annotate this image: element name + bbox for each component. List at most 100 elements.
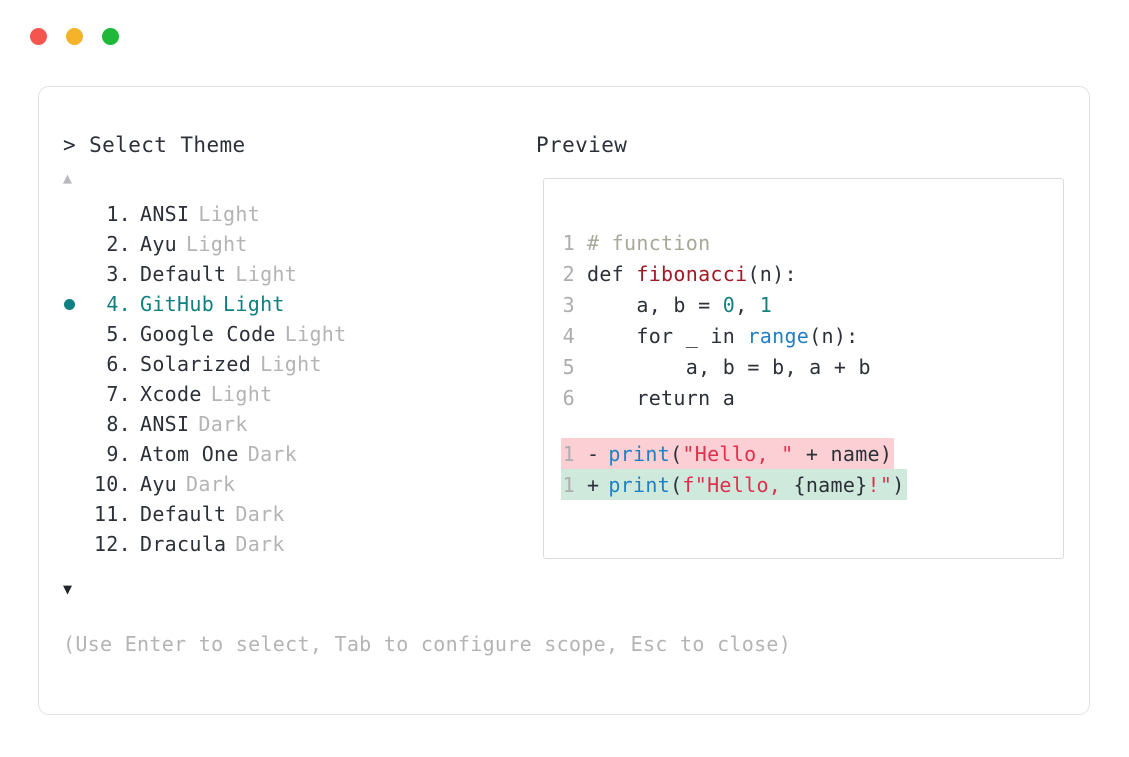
selection-bullet-cell bbox=[63, 298, 91, 310]
theme-list-item[interactable]: 7. Xcode Light bbox=[63, 379, 493, 409]
code-token: "Hello, " bbox=[682, 441, 794, 466]
code-token: f"Hello, bbox=[682, 472, 794, 497]
code-token: a, b = bbox=[587, 292, 723, 317]
code-token: return a bbox=[587, 385, 736, 410]
theme-variant: Light bbox=[198, 202, 261, 226]
window-titlebar bbox=[30, 28, 119, 45]
code-text: return a bbox=[587, 386, 735, 410]
theme-name: Xcode bbox=[140, 382, 202, 406]
code-token: 0 bbox=[722, 292, 736, 317]
theme-index: 7. bbox=[106, 382, 131, 406]
theme-variant: Light bbox=[260, 352, 322, 376]
diff-preview: 1-print("Hello, " + name)1+print(f"Hello… bbox=[561, 438, 1053, 500]
theme-index: 4. bbox=[106, 292, 131, 316]
theme-index: 5. bbox=[106, 322, 131, 346]
code-text: # function bbox=[587, 231, 710, 255]
theme-variant: Dark bbox=[235, 502, 285, 526]
code-token: print bbox=[608, 441, 671, 466]
theme-variant: Dark bbox=[198, 412, 248, 436]
diff-highlight: 1-print("Hello, " + name) bbox=[561, 438, 895, 469]
theme-name: Ayu bbox=[140, 472, 178, 496]
code-token: fibonacci bbox=[636, 261, 748, 286]
theme-variant: Dark bbox=[235, 532, 285, 556]
code-line: 6 return a bbox=[561, 382, 1053, 413]
diff-sign: - bbox=[587, 441, 600, 466]
theme-index: 1. bbox=[106, 202, 131, 226]
line-number: 1 bbox=[562, 441, 575, 466]
theme-name: ANSI bbox=[140, 412, 190, 436]
maximize-button[interactable] bbox=[102, 28, 119, 45]
theme-list-item[interactable]: 6. Solarized Light bbox=[63, 349, 493, 379]
code-token: ( bbox=[670, 441, 683, 466]
keyboard-hint: (Use Enter to select, Tab to configure s… bbox=[63, 632, 792, 656]
code-text: print(f"Hello, {name}!") bbox=[608, 473, 904, 497]
scroll-down-arrow-icon[interactable]: ▼ bbox=[63, 580, 73, 598]
code-token: for _ in bbox=[587, 323, 748, 348]
theme-index: 11. bbox=[93, 502, 131, 526]
theme-index: 8. bbox=[106, 412, 131, 436]
theme-list-item[interactable]: 9. Atom One Dark bbox=[63, 439, 493, 469]
theme-name: ANSI bbox=[140, 202, 190, 226]
theme-name: Solarized bbox=[140, 352, 252, 376]
theme-variant: Dark bbox=[247, 442, 298, 466]
theme-variant: Dark bbox=[186, 472, 236, 496]
code-line: 3 a, b = 0, 1 bbox=[561, 289, 1053, 320]
theme-index: 10. bbox=[93, 472, 131, 496]
code-line: 1 # function bbox=[561, 227, 1053, 258]
theme-name: Dracula bbox=[140, 532, 227, 556]
diff-line-removed: 1-print("Hello, " + name) bbox=[561, 438, 1053, 469]
scroll-up-arrow-icon[interactable]: ▲ bbox=[63, 169, 73, 187]
line-number: 4 bbox=[562, 323, 575, 348]
theme-variant: Light bbox=[284, 322, 347, 346]
diff-line-added: 1 + print(f"Hello, {name}!") bbox=[561, 469, 1053, 500]
theme-list-item[interactable]: 2. Ayu Light bbox=[63, 229, 493, 259]
code-token: def bbox=[587, 261, 637, 286]
theme-variant: Light bbox=[235, 262, 298, 286]
theme-list-item[interactable]: 10. Ayu Dark bbox=[63, 469, 493, 499]
code-token: print bbox=[608, 472, 671, 497]
prompt-header: > Select Theme bbox=[63, 133, 246, 157]
theme-list-item[interactable]: 1. ANSI Light bbox=[63, 199, 493, 229]
code-text: a, b = b, a + b bbox=[587, 355, 871, 379]
code-line: 4 for _ in range(n): bbox=[561, 320, 1053, 351]
diff-sign: + bbox=[587, 472, 600, 497]
minimize-button[interactable] bbox=[66, 28, 83, 45]
theme-variant: Light bbox=[210, 382, 273, 406]
theme-name: Google Code bbox=[140, 322, 276, 346]
theme-name: Atom One bbox=[140, 442, 239, 466]
code-text: print("Hello, " + name) bbox=[608, 442, 892, 466]
theme-index: 2. bbox=[106, 232, 131, 256]
code-line: 5 a, b = b, a + b bbox=[561, 351, 1053, 382]
theme-variant: Light bbox=[186, 232, 248, 256]
theme-name: Ayu bbox=[140, 232, 178, 256]
code-text: a, b = 0, 1 bbox=[587, 293, 772, 317]
code-token: ( bbox=[670, 472, 683, 497]
code-token: a, b = b, a + b bbox=[587, 354, 871, 379]
code-token: (n): bbox=[747, 261, 797, 286]
theme-index: 6. bbox=[106, 352, 131, 376]
theme-list-item[interactable]: 8. ANSI Dark bbox=[63, 409, 493, 439]
code-text: for _ in range(n): bbox=[587, 324, 859, 348]
code-token: range bbox=[747, 323, 810, 348]
selected-bullet-icon bbox=[64, 298, 75, 310]
theme-variant: Light bbox=[223, 292, 285, 316]
theme-index: 9. bbox=[106, 442, 131, 466]
close-button[interactable] bbox=[30, 28, 47, 45]
line-number: 3 bbox=[562, 292, 575, 317]
code-token: # function bbox=[587, 230, 711, 255]
line-number: 1 bbox=[562, 472, 575, 497]
line-number: 5 bbox=[562, 354, 575, 379]
line-number: 1 bbox=[562, 230, 575, 255]
code-text: def fibonacci(n): bbox=[587, 262, 797, 286]
theme-list-item[interactable]: 5. Google Code Light bbox=[63, 319, 493, 349]
